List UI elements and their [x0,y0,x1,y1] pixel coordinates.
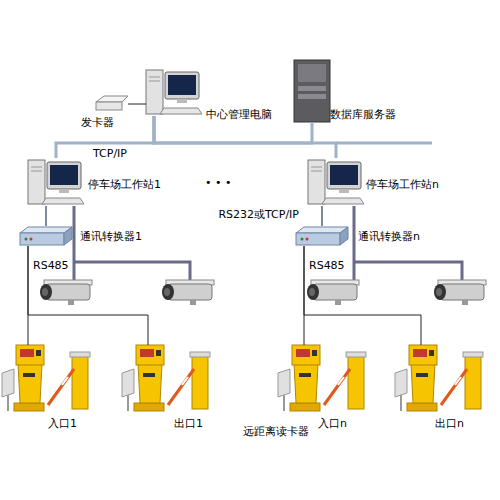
protocol-label: RS485 [308,259,346,272]
converter-icon [296,227,348,245]
protocol-label: RS485 [32,259,70,272]
network-cable [128,104,146,105]
device-node: 出口1 [122,345,217,415]
device-label: 停车场工作站n [366,178,439,191]
camera-icon [307,280,359,305]
gate-terminal [2,345,90,411]
device-node: 通讯转换器n [296,226,348,246]
network-cable [45,206,47,226]
device-label: 通讯转换器1 [80,230,142,243]
network-cable [28,246,148,345]
annotation-label: • • • [205,176,231,189]
device-node: 入口n [278,345,373,415]
protocol-label: RS232或TCP/IP [217,208,300,221]
computer-icon [28,160,84,204]
device-label: 入口1 [48,417,77,430]
device-label: 入口n [318,417,347,430]
protocol-label: TCP/IP [92,147,128,160]
camera-icon [434,280,486,305]
gate-terminal [395,345,483,411]
network-cable [304,246,421,345]
device-node: 停车场工作站1 [28,158,84,206]
camera-cable [354,206,462,280]
device-label: 停车场工作站1 [88,178,161,191]
device-node: 出口n [395,345,492,415]
device-node: 数据库服务器 [292,58,332,122]
network-cable [321,206,323,226]
device-label: 数据库服务器 [330,108,396,121]
server-panel [298,64,326,82]
device-label: 发卡器 [81,116,114,129]
camera-icon [40,280,92,305]
camera-cable [74,206,190,280]
gate-terminal [122,345,210,411]
device-label: 通讯转换器n [358,230,420,243]
converter-icon [20,227,72,245]
device-node: 入口1 [2,345,92,415]
device-label: 出口1 [174,417,203,430]
card-issuer [96,102,122,110]
server-panel [298,86,326,91]
device-node: 通讯转换器1 [20,226,72,246]
device-node: 发卡器 [95,96,128,112]
network-cable [154,116,336,158]
device-label: 出口n [435,417,464,430]
gate-terminal [278,345,366,411]
server-icon [294,60,330,122]
computer-icon [146,70,202,114]
device-node: 中心管理电脑 [146,68,204,116]
device-label: 中心管理电脑 [206,108,272,121]
annotation-label: 远距离读卡器 [243,425,309,438]
bus-line [336,142,432,145]
server-panel [298,94,326,99]
device-node: 停车场工作站n [308,158,364,206]
card-issuer [96,96,128,102]
camera-icon [162,280,214,305]
computer-icon [308,160,364,204]
